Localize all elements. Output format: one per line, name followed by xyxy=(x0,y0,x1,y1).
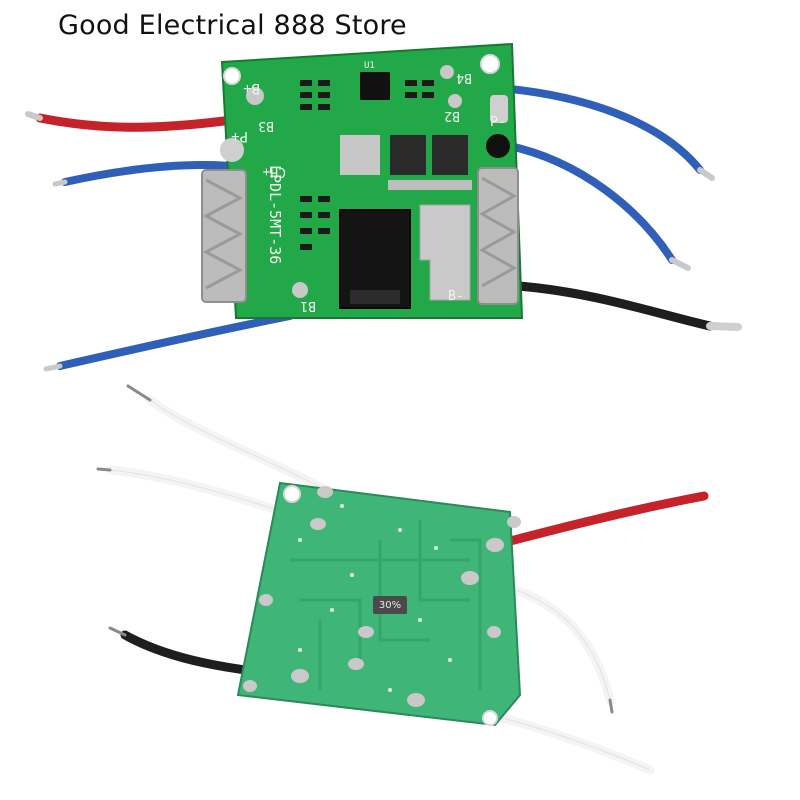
silk-b-plus: B+ xyxy=(243,80,260,96)
silk-b2: B2 xyxy=(444,108,460,123)
solder-joint xyxy=(317,486,333,498)
battery-contact-left xyxy=(201,169,247,303)
smd-resistors xyxy=(300,80,434,250)
white-wire-tip xyxy=(608,698,614,714)
silk-b3: B3 xyxy=(258,118,274,133)
solder-pad-b1 xyxy=(292,282,308,298)
bottom-board-back-view xyxy=(96,384,709,775)
black-wire-tip xyxy=(706,322,742,331)
store-watermark-title: Good Electrical 888 Store xyxy=(58,10,407,41)
blue-wire-tip xyxy=(697,167,715,181)
mounting-hole xyxy=(223,67,241,85)
silk-p-plus: P+ xyxy=(231,128,248,144)
silk-p-minus: P- xyxy=(490,115,506,130)
via-holes xyxy=(298,504,452,692)
top-board-front-view: LPDL-5MT-36 B+ P+ CH+ B1 B- P- B2 B3 B4 … xyxy=(25,42,742,372)
blue-wire-left-bottom xyxy=(56,312,294,370)
red-wire-tip xyxy=(25,111,43,121)
silk-chip-label: U1 xyxy=(364,61,375,71)
solder-joint xyxy=(507,516,521,528)
battery-contact-right xyxy=(477,167,519,305)
heatsink-pad xyxy=(340,135,380,175)
red-wire xyxy=(35,113,237,132)
solder-pad-b4 xyxy=(440,65,454,79)
solder-joint xyxy=(259,594,273,606)
mosfet-transistor xyxy=(390,135,426,175)
blue-wire-tip xyxy=(43,363,63,372)
blue-wire-tip xyxy=(52,179,68,187)
solder-joint xyxy=(486,538,504,552)
red-wire xyxy=(490,491,709,550)
mounting-hole xyxy=(480,54,500,74)
silk-b-minus: B- xyxy=(448,289,464,304)
silk-b1: B1 xyxy=(300,298,316,313)
solder-pad-b2 xyxy=(448,94,462,108)
white-wire-tip xyxy=(126,384,152,402)
mounting-hole xyxy=(482,710,498,726)
dc-jack-opening xyxy=(350,290,400,304)
zoom-level-badge: 30% xyxy=(373,596,407,614)
silk-ch-plus: CH+ xyxy=(262,164,286,179)
blue-wire-right-mid xyxy=(501,141,676,264)
black-wire xyxy=(500,280,715,331)
solder-pad-p-minus xyxy=(486,134,510,158)
solder-trace-pad xyxy=(419,204,471,301)
mounting-hole xyxy=(283,485,301,503)
solder-joint xyxy=(358,626,374,638)
solder-joint xyxy=(487,626,501,638)
solder-joint xyxy=(310,518,326,530)
mosfet-legs xyxy=(388,180,472,190)
blue-wire-right-top xyxy=(496,84,704,174)
solder-pad-p-plus xyxy=(220,138,244,162)
black-wire-tip xyxy=(108,626,127,637)
blue-wire-tip xyxy=(669,257,691,271)
white-wire-tip xyxy=(96,467,112,472)
solder-joint xyxy=(461,571,479,585)
solder-pad-large xyxy=(490,95,508,123)
solder-joint xyxy=(243,680,257,692)
silk-b4: B4 xyxy=(456,70,472,85)
solder-joint xyxy=(291,669,309,683)
solder-pad-b-plus xyxy=(246,87,264,105)
mosfet-transistor xyxy=(432,135,468,175)
solder-joint xyxy=(407,693,425,707)
control-ic-chip xyxy=(360,72,390,100)
solder-joint xyxy=(348,658,364,670)
silkscreen-model-label: LPDL-5MT-36 xyxy=(266,165,284,264)
copper-traces xyxy=(290,520,482,690)
white-wire-outline xyxy=(149,399,331,493)
